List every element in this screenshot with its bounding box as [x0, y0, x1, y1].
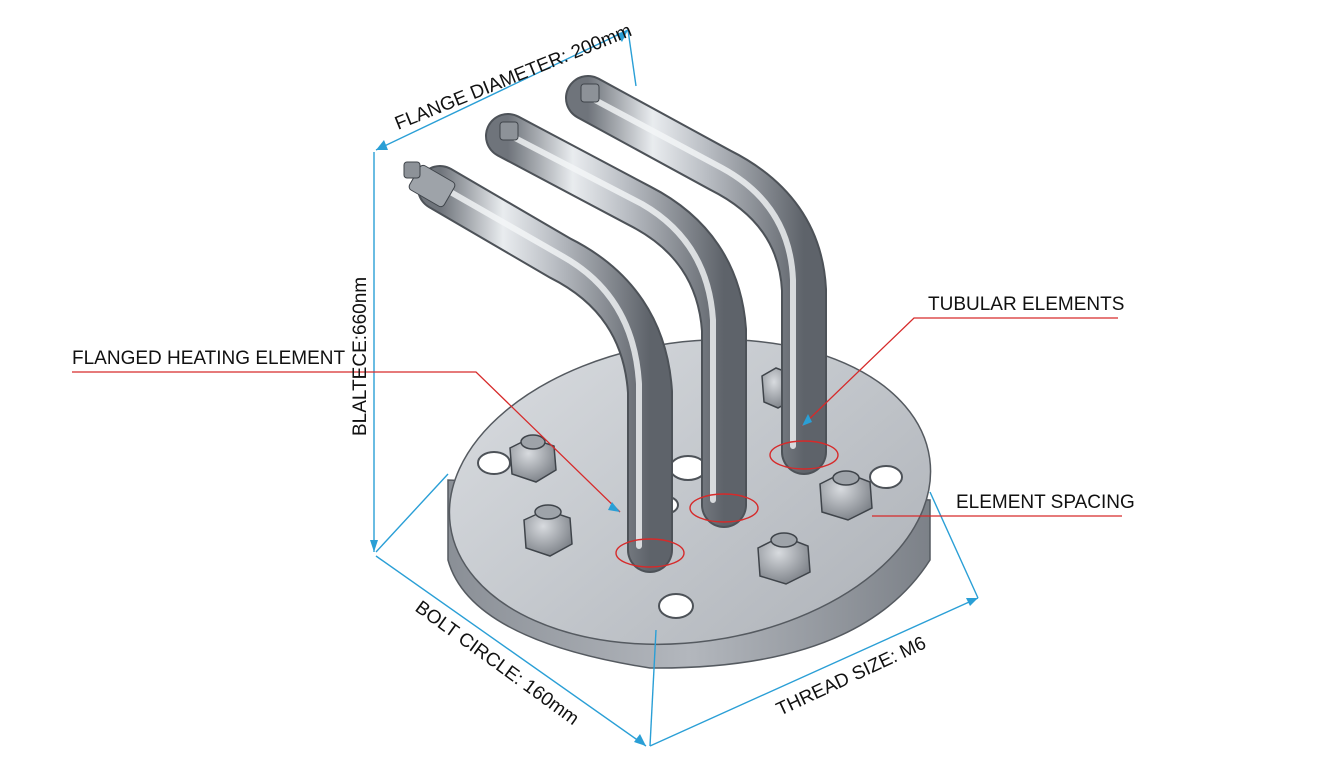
dimension-line-flange [375, 29, 629, 151]
tube-middle [485, 113, 759, 528]
hex-nut [819, 470, 873, 521]
hex-nut [757, 532, 811, 585]
dimension-line-thread [649, 597, 979, 747]
leader-tubular-elements [801, 317, 1118, 427]
label-height: BLALTECE:660nm [350, 277, 371, 436]
leader-flanged-heating-element [72, 371, 621, 513]
tube-back [565, 75, 839, 475]
label-element-spacing: ELEMENT SPACING [956, 492, 1135, 513]
hex-nuts [509, 367, 873, 585]
label-tubular-elements: TUBULAR ELEMENTS [928, 294, 1124, 315]
bolt-hole [869, 465, 903, 489]
tubular-elements [403, 75, 839, 573]
leader-lines [72, 317, 1122, 517]
label-flanged-heating-element: FLANGED HEATING ELEMENT [72, 348, 345, 369]
center-hole [669, 455, 707, 481]
flange-plate [447, 338, 932, 669]
bolt-hole [477, 451, 511, 475]
dimension-line-bolt-circle [375, 555, 647, 747]
dimension-lines [370, 29, 979, 747]
hex-nut [509, 434, 557, 483]
bolt-hole [658, 593, 694, 619]
hex-nut [523, 504, 573, 557]
tube-front [403, 161, 685, 573]
